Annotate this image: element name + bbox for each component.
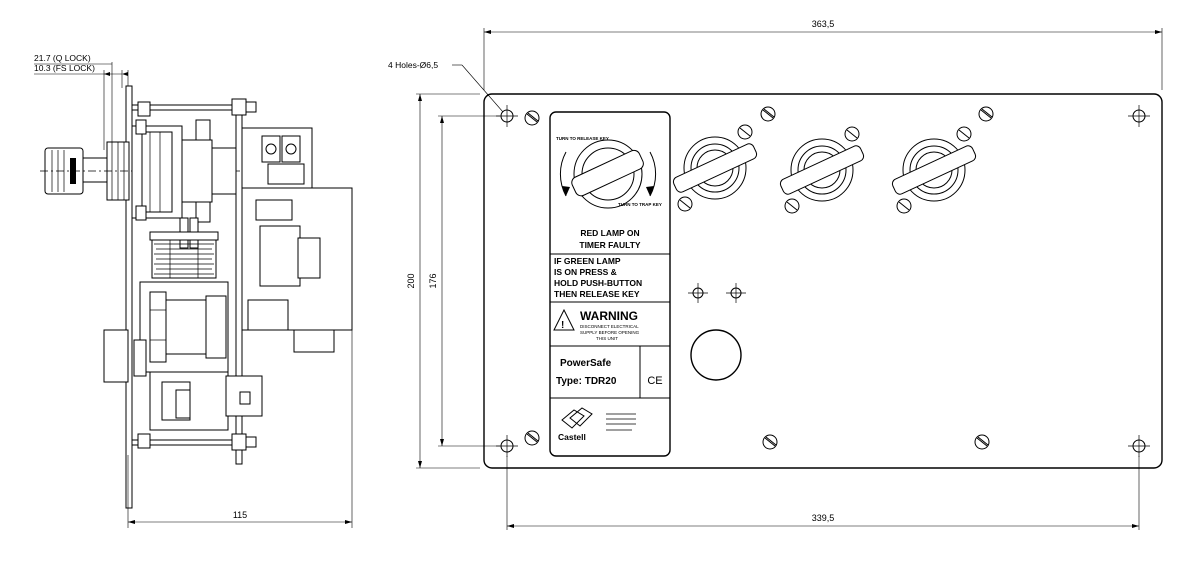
front-view: 363,5 339,5 200 176 4 Holes-Ø6,5: [388, 19, 1163, 530]
side-view: 21.7 (Q LOCK) 10.3 (FS LOCK): [34, 53, 353, 528]
label-red-lamp-2: TIMER FAULTY: [579, 240, 641, 250]
label-warning-sub-1: DISCONNECT ELECTRICAL: [580, 324, 639, 329]
label-turn-trap: TURN TO TRAP KEY: [618, 202, 662, 207]
label-ce-mark: CE: [647, 375, 662, 387]
note-fs-lock: 10.3 (FS LOCK): [34, 63, 95, 73]
label-maker: Castell: [558, 432, 586, 442]
holes-note: 4 Holes-Ø6,5: [388, 60, 438, 70]
plate-screws: [524, 106, 994, 450]
label-warning: WARNING: [580, 309, 638, 323]
label-green-3: HOLD PUSH-BUTTON: [554, 278, 642, 288]
lamp-holes: [688, 283, 746, 303]
dim-depth: 115: [233, 510, 247, 520]
dim-height-overall: 200: [406, 273, 416, 288]
dim-width-holes: 339,5: [812, 513, 835, 523]
label-warning-sub-2: SUPPLY BEFORE OPENING: [580, 330, 640, 335]
dim-height-holes: 176: [428, 273, 438, 288]
label-plate: TURN TO RELEASE KEY TURN TO TRAP KEY RED…: [549, 111, 671, 457]
label-green-4: THEN RELEASE KEY: [554, 289, 640, 299]
label-type: Type: TDR20: [556, 376, 617, 387]
label-red-lamp-1: RED LAMP ON: [580, 228, 639, 238]
rotary-switch-1: [672, 124, 758, 212]
dim-width-overall: 363,5: [812, 19, 835, 29]
rotary-switch-2: [779, 126, 865, 214]
label-key-lock: [559, 139, 657, 209]
push-button: [690, 329, 742, 381]
label-warning-sub-3: THIS UNIT: [596, 336, 618, 341]
castell-logo-icon: [561, 407, 593, 429]
warning-exclamation-icon: !: [561, 320, 564, 331]
label-green-1: IF GREEN LAMP: [554, 256, 621, 266]
label-green-2: IS ON PRESS &: [554, 267, 617, 277]
front-plate: [483, 93, 1163, 469]
mounting-holes: [496, 105, 1150, 457]
label-brand: PowerSafe: [560, 358, 612, 369]
label-turn-release: TURN TO RELEASE KEY: [556, 136, 609, 141]
note-q-lock: 21.7 (Q LOCK): [34, 53, 91, 63]
warning-triangle-icon: [553, 308, 575, 331]
rotary-switch-3: [891, 126, 977, 214]
